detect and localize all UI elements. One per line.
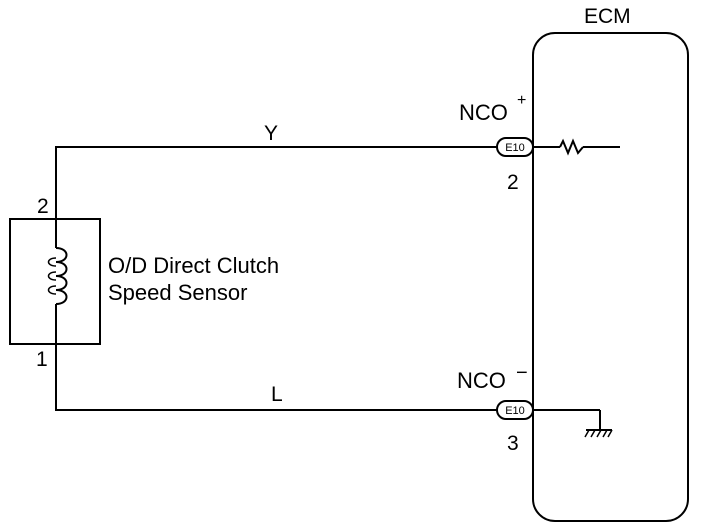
terminal-polarity-minus: −: [516, 362, 528, 384]
wire-color-upper: Y: [264, 122, 279, 145]
wire-color-lower: L: [271, 383, 283, 406]
terminal-name-plus: NCO: [459, 100, 508, 125]
sensor-pin-upper: 2: [37, 195, 49, 218]
ecm-pin-upper: 2: [507, 171, 519, 194]
coil-icon: [47, 219, 68, 344]
connector-label-lower: E10: [505, 405, 525, 417]
terminal-polarity-plus: +: [517, 92, 527, 109]
ecm-title: ECM: [584, 5, 631, 28]
ecm-pin-lower: 3: [507, 432, 519, 455]
ecm-box: [532, 32, 689, 522]
resistor-icon: [533, 138, 620, 156]
terminal-name-minus: NCO: [457, 368, 506, 393]
connector-label-upper: E10: [505, 142, 525, 154]
sensor-name-line2: Speed Sensor: [108, 280, 248, 305]
wire-lower: [55, 344, 497, 411]
wire-upper: [55, 146, 497, 219]
sensor-name-line1: O/D Direct Clutch: [108, 253, 280, 278]
sensor-name: O/D Direct Clutch Speed Sensor: [108, 252, 279, 306]
connector-e10-upper: E10: [496, 137, 534, 157]
connector-e10-lower: E10: [496, 400, 534, 420]
sensor-pin-lower: 1: [36, 348, 48, 371]
ground-icon: [533, 409, 613, 438]
